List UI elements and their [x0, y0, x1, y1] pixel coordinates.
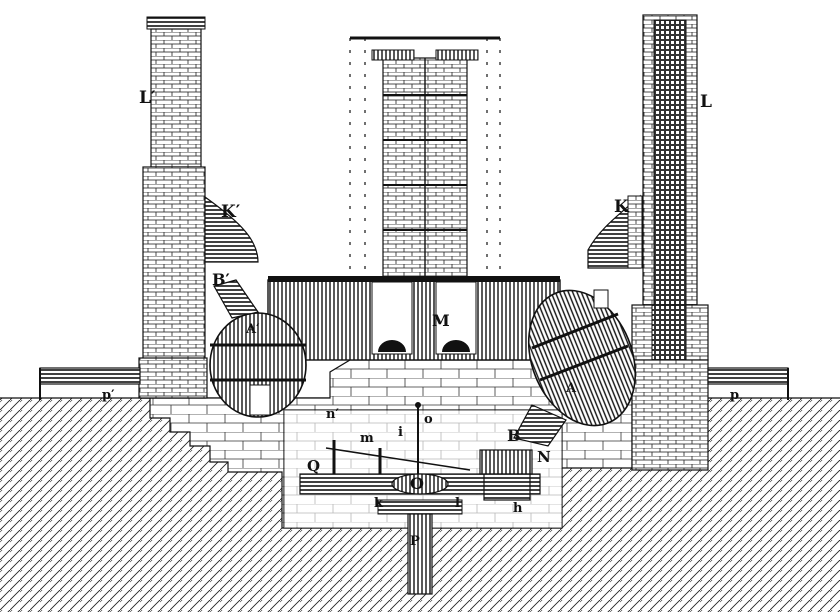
right-converter [513, 289, 637, 447]
label-m: m [360, 431, 374, 446]
label-o: o [424, 412, 433, 427]
right-chimney [631, 14, 709, 471]
label-Q: Q [307, 457, 320, 475]
air-pipes [39, 367, 789, 400]
label-M: M [432, 311, 450, 330]
label-B-prime: B′ [212, 270, 230, 289]
central-tower [349, 36, 501, 281]
label-P: P [410, 534, 420, 549]
label-A: A [565, 381, 577, 396]
label-n-prime: n′ [326, 407, 339, 422]
air-engine-M [267, 276, 561, 361]
label-p: p [730, 388, 739, 403]
label-k: k [374, 496, 384, 511]
label-L: L [700, 92, 712, 112]
label-p-prime: p′ [102, 388, 115, 403]
label-O: O [410, 474, 424, 493]
left-hood [204, 195, 259, 263]
label-K: K [614, 197, 630, 217]
label-K-prime: K′ [221, 202, 241, 222]
label-N: N [537, 448, 551, 466]
label-B: B [507, 426, 521, 445]
label-L-prime: L′ [139, 88, 156, 108]
left-converter [209, 279, 307, 418]
label-i: i [398, 425, 403, 440]
label-l: l [455, 496, 460, 511]
hydraulic-machinery [299, 402, 541, 595]
label-h: h [513, 501, 523, 516]
label-A-prime: A′ [245, 322, 260, 337]
figure-labels: L′ L K′ K B′ B A′ A M N O P Q p′ p n′ m … [102, 88, 739, 549]
left-chimney [138, 16, 208, 399]
